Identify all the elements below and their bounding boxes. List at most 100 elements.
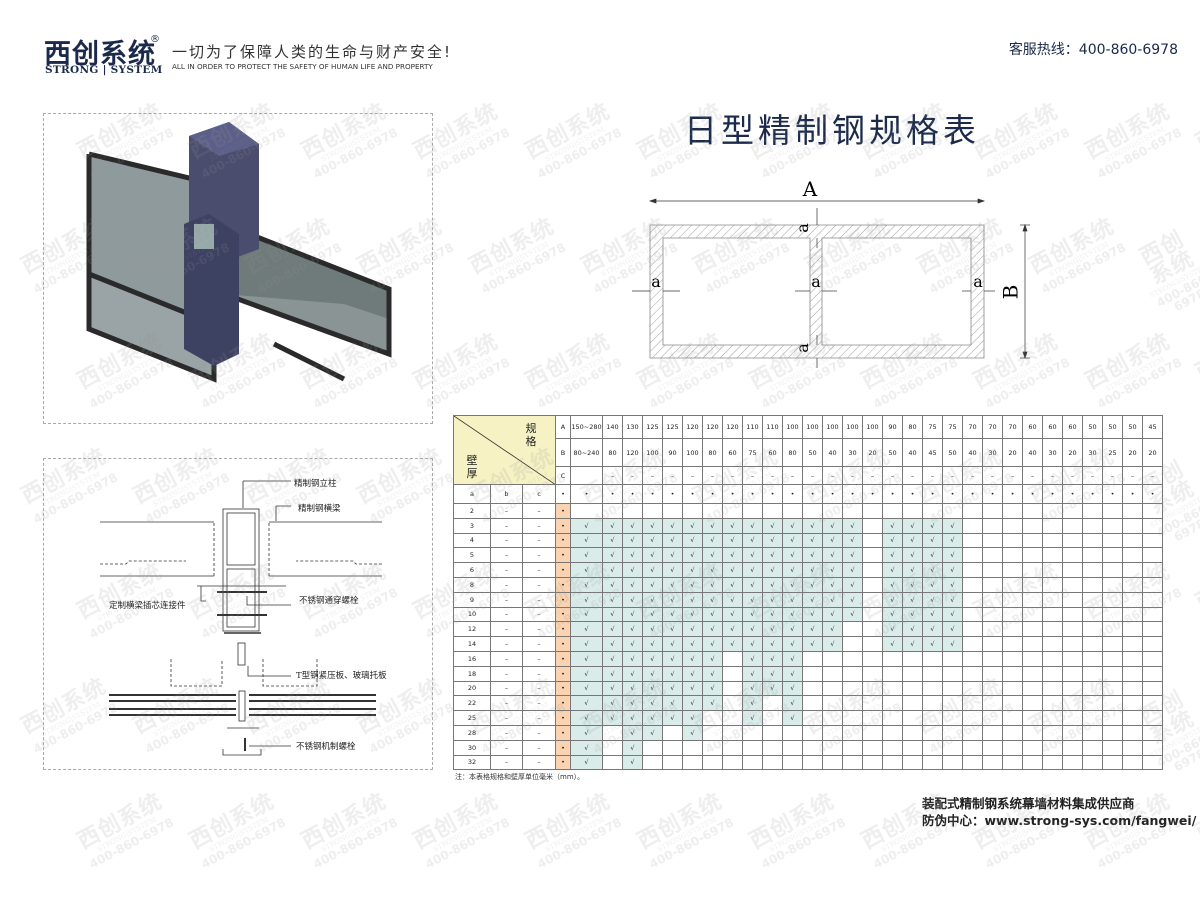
check-cell: √ [570,606,603,623]
empty-cell [842,695,863,712]
check-cell: √ [882,606,903,623]
watermark-en: STRONG|SYSTEM [488,240,551,279]
check-cell: √ [570,739,603,756]
spec-C-cell: – [862,466,883,485]
empty-cell [942,680,963,697]
empty-cell [982,621,1003,638]
empty-cell [1002,591,1023,608]
check-cell: √ [622,650,643,667]
spec-A-cell: 100 [802,415,823,439]
dot-cell: • [555,680,571,697]
thickness-c: – [522,636,556,652]
check-cell: √ [570,621,603,638]
check-cell: √ [782,680,803,697]
check-cell: √ [662,710,683,726]
dot-cell: • [555,621,571,638]
empty-cell [1042,606,1063,623]
empty-cell [982,650,1003,667]
spec-A-cell: 140 [602,415,623,439]
check-cell: √ [602,710,623,726]
dim-label-a-left: a [651,272,661,291]
empty-cell [1002,621,1023,638]
table-row: 2––• [453,503,1163,519]
table-row: 3––•√√√√√√√√√√√√√√√√√√ [453,517,1163,534]
check-cell: √ [782,710,803,726]
check-cell: √ [662,680,683,697]
empty-cell [982,503,1003,519]
check-cell: √ [602,547,623,564]
dot-cell: • [862,484,883,504]
check-cell: √ [702,606,723,623]
spec-B-cell: 100 [682,438,703,467]
spec-A-cell: 100 [842,415,863,439]
spec-B-cell: 30 [1082,438,1103,467]
thickness-b: – [490,532,523,549]
thickness-b: – [490,754,523,771]
watermark-phone: 400-860-6978 [479,240,569,297]
check-cell: √ [602,606,623,623]
corner-thickness-label: 壁厚 [466,454,478,480]
empty-cell [1122,739,1143,756]
empty-cell [902,695,923,712]
spec-C-cell: – [722,466,743,485]
check-cell: √ [602,695,623,712]
thickness-a: 8 [453,576,491,593]
check-cell: √ [822,576,843,593]
check-cell: √ [602,636,623,652]
dot-cell: • [662,484,683,504]
empty-cell [1082,562,1103,578]
spec-A-cell: 100 [862,415,883,439]
thickness-c: – [522,754,556,771]
check-cell: √ [662,650,683,667]
empty-cell [962,710,983,726]
spec-A-cell: 50 [1082,415,1103,439]
thickness-b: – [490,503,523,519]
dim-label-B: B [999,285,1023,300]
check-cell: √ [622,532,643,549]
check-cell: √ [662,621,683,638]
dot-cell: • [1082,484,1103,504]
check-cell: √ [642,680,663,697]
check-cell: √ [642,547,663,564]
page-title: 日型精制钢规格表 [684,111,980,150]
thickness-b: – [490,562,523,578]
empty-cell [862,724,883,741]
dot-cell: • [782,484,803,504]
spec-A-cell: 100 [782,415,803,439]
empty-cell [1082,754,1103,771]
thickness-c: – [522,695,556,712]
table-row: 28––•√√√√ [453,724,1163,741]
check-cell: √ [782,636,803,652]
render-panel [43,113,433,424]
check-cell: √ [742,532,763,549]
check-cell: √ [762,576,783,593]
check-cell: √ [822,606,843,623]
empty-cell [1122,710,1143,726]
empty-cell [1002,532,1023,549]
empty-cell [1002,606,1023,623]
empty-cell [682,503,703,519]
empty-cell [962,636,983,652]
empty-cell [882,739,903,756]
check-cell: √ [762,547,783,564]
check-cell: √ [570,695,603,712]
label-steel-beam: 精制钢横梁 [298,504,341,514]
check-cell: √ [822,547,843,564]
spec-C-cell: – [1122,466,1143,485]
thickness-a: 12 [453,621,491,638]
empty-cell [1002,650,1023,667]
check-cell: √ [742,591,763,608]
dot-cell: • [1122,484,1143,504]
check-cell: √ [922,606,943,623]
check-cell: √ [742,680,763,697]
empty-cell [782,724,803,741]
check-cell: √ [682,576,703,593]
empty-cell [1102,517,1123,534]
empty-cell [1062,517,1083,534]
empty-cell [1082,606,1103,623]
check-cell: √ [662,591,683,608]
footer-anti-fake[interactable]: 防伪中心：www.strong-sys.com/fangwei/ [922,813,1197,828]
check-cell: √ [570,710,603,726]
